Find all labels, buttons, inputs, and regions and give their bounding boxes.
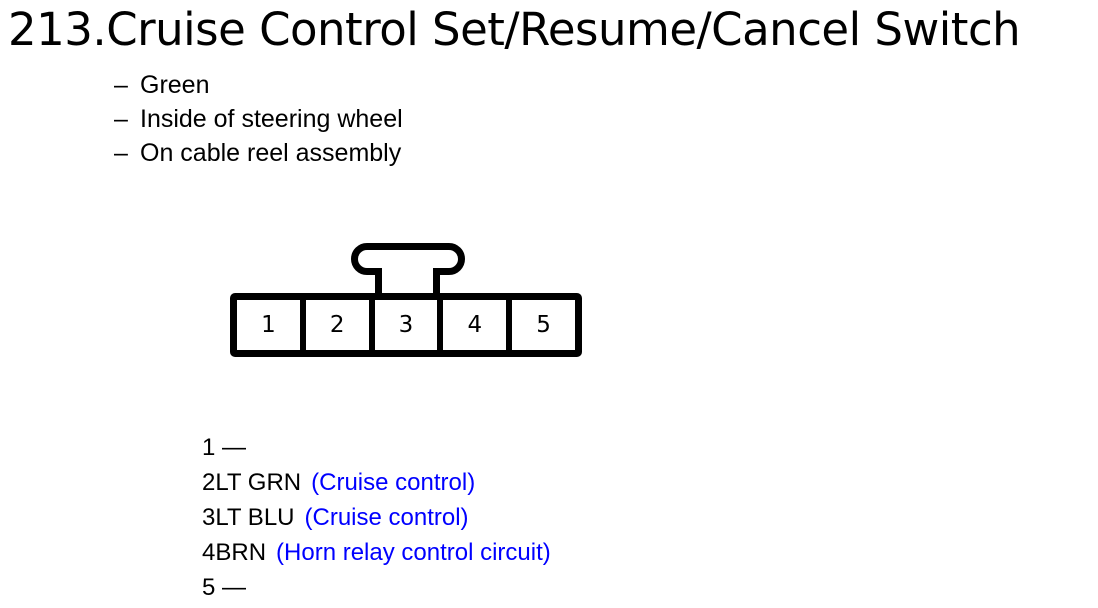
en-dash-icon: –	[114, 71, 128, 99]
cavity-number: 3	[398, 311, 414, 338]
attribute-item-mounting: –On cable reel assembly	[114, 136, 403, 170]
cavity-number: 1	[261, 311, 276, 338]
pin-circuit: (Cruise control)	[311, 469, 476, 496]
pin-circuit: (Horn relay control circuit)	[276, 539, 551, 566]
attribute-list: –Green –Inside of steering wheel –On cab…	[114, 68, 403, 170]
attribute-item-color: –Green	[114, 68, 403, 102]
pin-code: 3LT BLU	[202, 504, 295, 531]
pin-code: 4BRN	[202, 539, 267, 566]
connector-cavity-3: 3	[375, 300, 444, 350]
connector-cavity-5: 5	[512, 300, 575, 350]
connector-body: 1 2 3 4 5	[230, 293, 582, 357]
connector-latch-notch	[382, 265, 433, 277]
connector-cavity-4: 4	[443, 300, 513, 350]
pin-circuit: (Cruise control)	[304, 504, 469, 531]
attribute-item-label: Inside of steering wheel	[140, 105, 403, 133]
connector-latch-leg-right	[433, 269, 440, 297]
attribute-item-location: –Inside of steering wheel	[114, 102, 403, 136]
pin-assignment-list: 1 — 2LT GRN(Cruise control) 3LT BLU(Crui…	[202, 430, 551, 605]
pin-code: 2LT GRN	[202, 469, 302, 496]
pin-row-1: 1 —	[202, 430, 551, 465]
connector-diagram: 1 2 3 4 5	[230, 243, 582, 358]
connector-cavity-2: 2	[306, 300, 375, 350]
en-dash-icon: –	[114, 139, 128, 167]
pin-row-5: 5 —	[202, 570, 551, 605]
pin-row-4: 4BRN (Horn relay control circuit)	[202, 535, 551, 570]
pin-code: 5 —	[202, 574, 247, 601]
cavity-number: 5	[536, 311, 551, 338]
pin-row-2: 2LT GRN (Cruise control)	[202, 465, 551, 500]
page-title: 213.Cruise Control Set/Resume/Cancel Swi…	[8, 3, 1021, 56]
pin-row-3: 3LT BLU (Cruise control)	[202, 500, 551, 535]
cavity-number: 2	[329, 311, 345, 338]
connector-cavity-1: 1	[237, 300, 306, 350]
en-dash-icon: –	[114, 105, 128, 133]
connector-latch-leg-left	[375, 269, 382, 297]
pin-code: 1 —	[202, 434, 247, 461]
cavity-number: 4	[467, 311, 483, 338]
attribute-item-label: On cable reel assembly	[140, 139, 402, 167]
attribute-item-label: Green	[140, 71, 210, 99]
